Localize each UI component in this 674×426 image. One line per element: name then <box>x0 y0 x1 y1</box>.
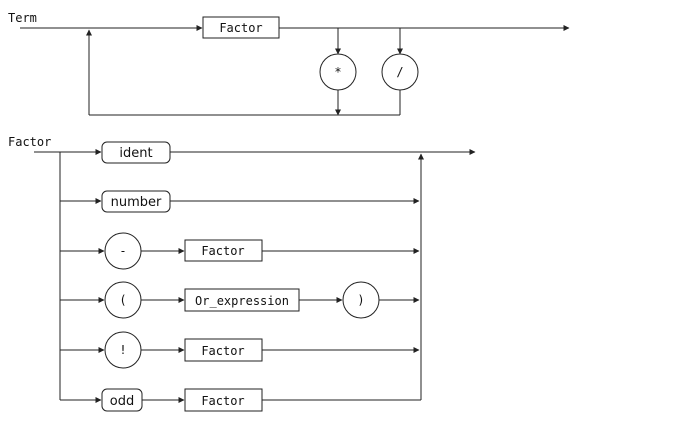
term-diagram: Term Factor * / <box>8 11 570 116</box>
term-divide-label: / <box>396 65 403 79</box>
factor-title: Factor <box>8 135 51 149</box>
factor-odd-label: odd <box>110 394 134 409</box>
factor-ident-terminal[interactable] <box>101 141 171 164</box>
term-times-label: * <box>334 65 341 79</box>
factor-odd-factor-label: Factor <box>201 394 244 408</box>
factor-minus-label: - <box>119 244 126 258</box>
factor-not-factor-label: Factor <box>201 344 244 358</box>
factor-lparen-label: ( <box>119 293 126 307</box>
factor-diagram: Factor ident number - Factor ( Or_expres… <box>8 135 476 412</box>
factor-ident-label: ident <box>119 146 152 161</box>
term-factor-label: Factor <box>219 21 262 35</box>
factor-minus-factor-label: Factor <box>201 244 244 258</box>
factor-or-expression-label: Or_expression <box>195 294 289 308</box>
factor-not-label: ! <box>119 343 126 357</box>
factor-rparen-label: ) <box>357 293 364 307</box>
factor-number-label: number <box>111 195 162 210</box>
term-title: Term <box>8 11 37 25</box>
